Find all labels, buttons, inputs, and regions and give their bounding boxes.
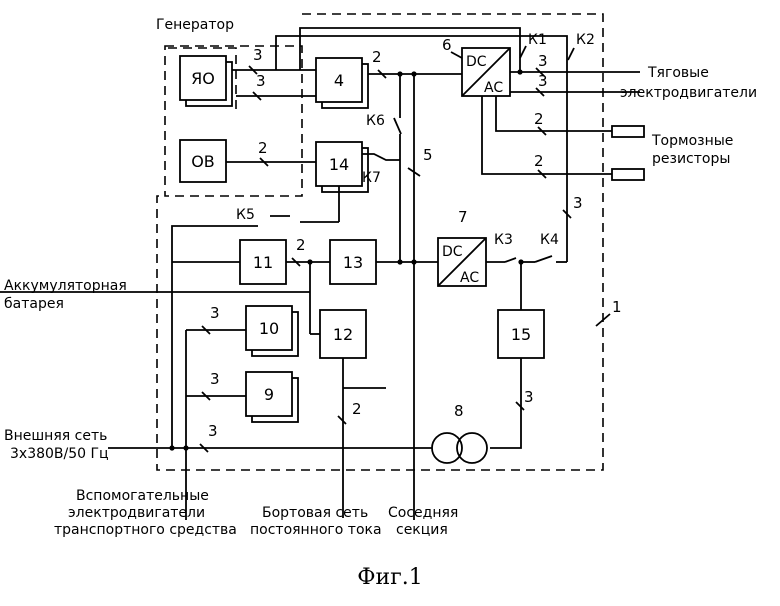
contactor-k3: К3	[494, 232, 513, 248]
figure-caption: Фиг.1	[357, 565, 422, 590]
ref-7: 7	[458, 208, 468, 226]
label-brake-2: резисторы	[652, 151, 730, 167]
node-grid-aux	[183, 445, 188, 450]
wire-count-15: 3	[524, 388, 534, 406]
contact-k3	[505, 258, 516, 262]
node-grid-left	[169, 445, 174, 450]
contactor-k2: К2	[576, 32, 595, 48]
brake-resistor-1	[612, 126, 644, 137]
label-traction-1: Тяговые	[647, 65, 709, 81]
block-15-label: 15	[511, 325, 531, 344]
wire-brake-1	[496, 96, 612, 131]
ref-6: 6	[442, 36, 452, 54]
wire-count-9: 3	[210, 370, 220, 388]
label-grid-2: 3х380В/50 Гц	[10, 446, 109, 462]
label-neighbor-1: Соседняя	[388, 505, 458, 521]
label-traction-2: электродвигатели	[620, 85, 757, 101]
node-13-5	[411, 259, 416, 264]
wire-count-trac-2: 3	[538, 72, 548, 90]
contact-k4	[535, 256, 552, 262]
block-12-label: 12	[333, 325, 353, 344]
wire-count-ov: 2	[258, 139, 268, 157]
node-13-k6	[397, 259, 402, 264]
inverter-6-ac: AC	[484, 80, 503, 96]
ref-8: 8	[454, 402, 464, 420]
contactor-k4: К4	[540, 232, 559, 248]
wire-brake-2	[482, 96, 612, 174]
block-11-label: 11	[253, 253, 273, 272]
wire-count-10: 3	[210, 304, 220, 322]
block-10-label: 10	[259, 319, 279, 338]
inverter-6-dc: DC	[466, 54, 487, 70]
tick-board	[338, 416, 346, 424]
label-board-2: постоянного тока	[250, 522, 382, 538]
contactor-k6: К6	[366, 113, 385, 129]
yao-label: ЯО	[191, 69, 215, 88]
contact-k6	[394, 118, 401, 134]
label-grid-1: Внешняя сеть	[4, 428, 107, 444]
node-k1	[517, 69, 522, 74]
wire-count-11: 2	[296, 236, 306, 254]
wire-count-yao-top: 3	[253, 46, 263, 64]
block-13-label: 13	[343, 253, 363, 272]
leader-6	[451, 52, 462, 58]
wire-count-k4: 3	[573, 194, 583, 212]
tick-15	[516, 402, 524, 410]
ref-5: 5	[423, 146, 433, 164]
leader-k2	[568, 48, 574, 60]
contactor-k1: К1	[528, 32, 547, 48]
label-brake-1: Тормозные	[651, 133, 733, 149]
wire-count-yao-bot: 3	[256, 72, 266, 90]
wire-count-grid: 3	[208, 422, 218, 440]
label-battery-1: Аккумуляторная	[4, 278, 127, 294]
label-battery-2: батарея	[4, 296, 64, 312]
label-neighbor-2: секция	[396, 522, 448, 538]
ov-label: ОВ	[191, 152, 215, 171]
label-board-1: Бортовая сеть	[262, 505, 368, 521]
block-9-label: 9	[264, 385, 274, 404]
inverter-7-dc: DC	[442, 244, 463, 260]
ref-1: 1	[612, 298, 622, 316]
block-14-label: 14	[329, 155, 349, 174]
label-generator: Генератор	[156, 17, 234, 33]
label-aux-3: транспортного средства	[54, 522, 237, 538]
label-aux-1: Вспомогательные	[76, 488, 209, 504]
brake-resistor-2	[612, 169, 644, 180]
wire-count-board: 2	[352, 400, 362, 418]
wire-count-trac-1: 3	[538, 52, 548, 70]
block-4-label: 4	[334, 71, 344, 90]
contactor-k7: К7	[362, 170, 381, 186]
wire-count-4-out: 2	[372, 48, 382, 66]
wire-count-brake-1: 2	[534, 110, 544, 128]
inverter-7-ac: AC	[460, 270, 479, 286]
label-aux-2: электродвигатели	[68, 505, 205, 521]
contactor-k5: К5	[236, 207, 255, 223]
wire-count-brake-2: 2	[534, 152, 544, 170]
